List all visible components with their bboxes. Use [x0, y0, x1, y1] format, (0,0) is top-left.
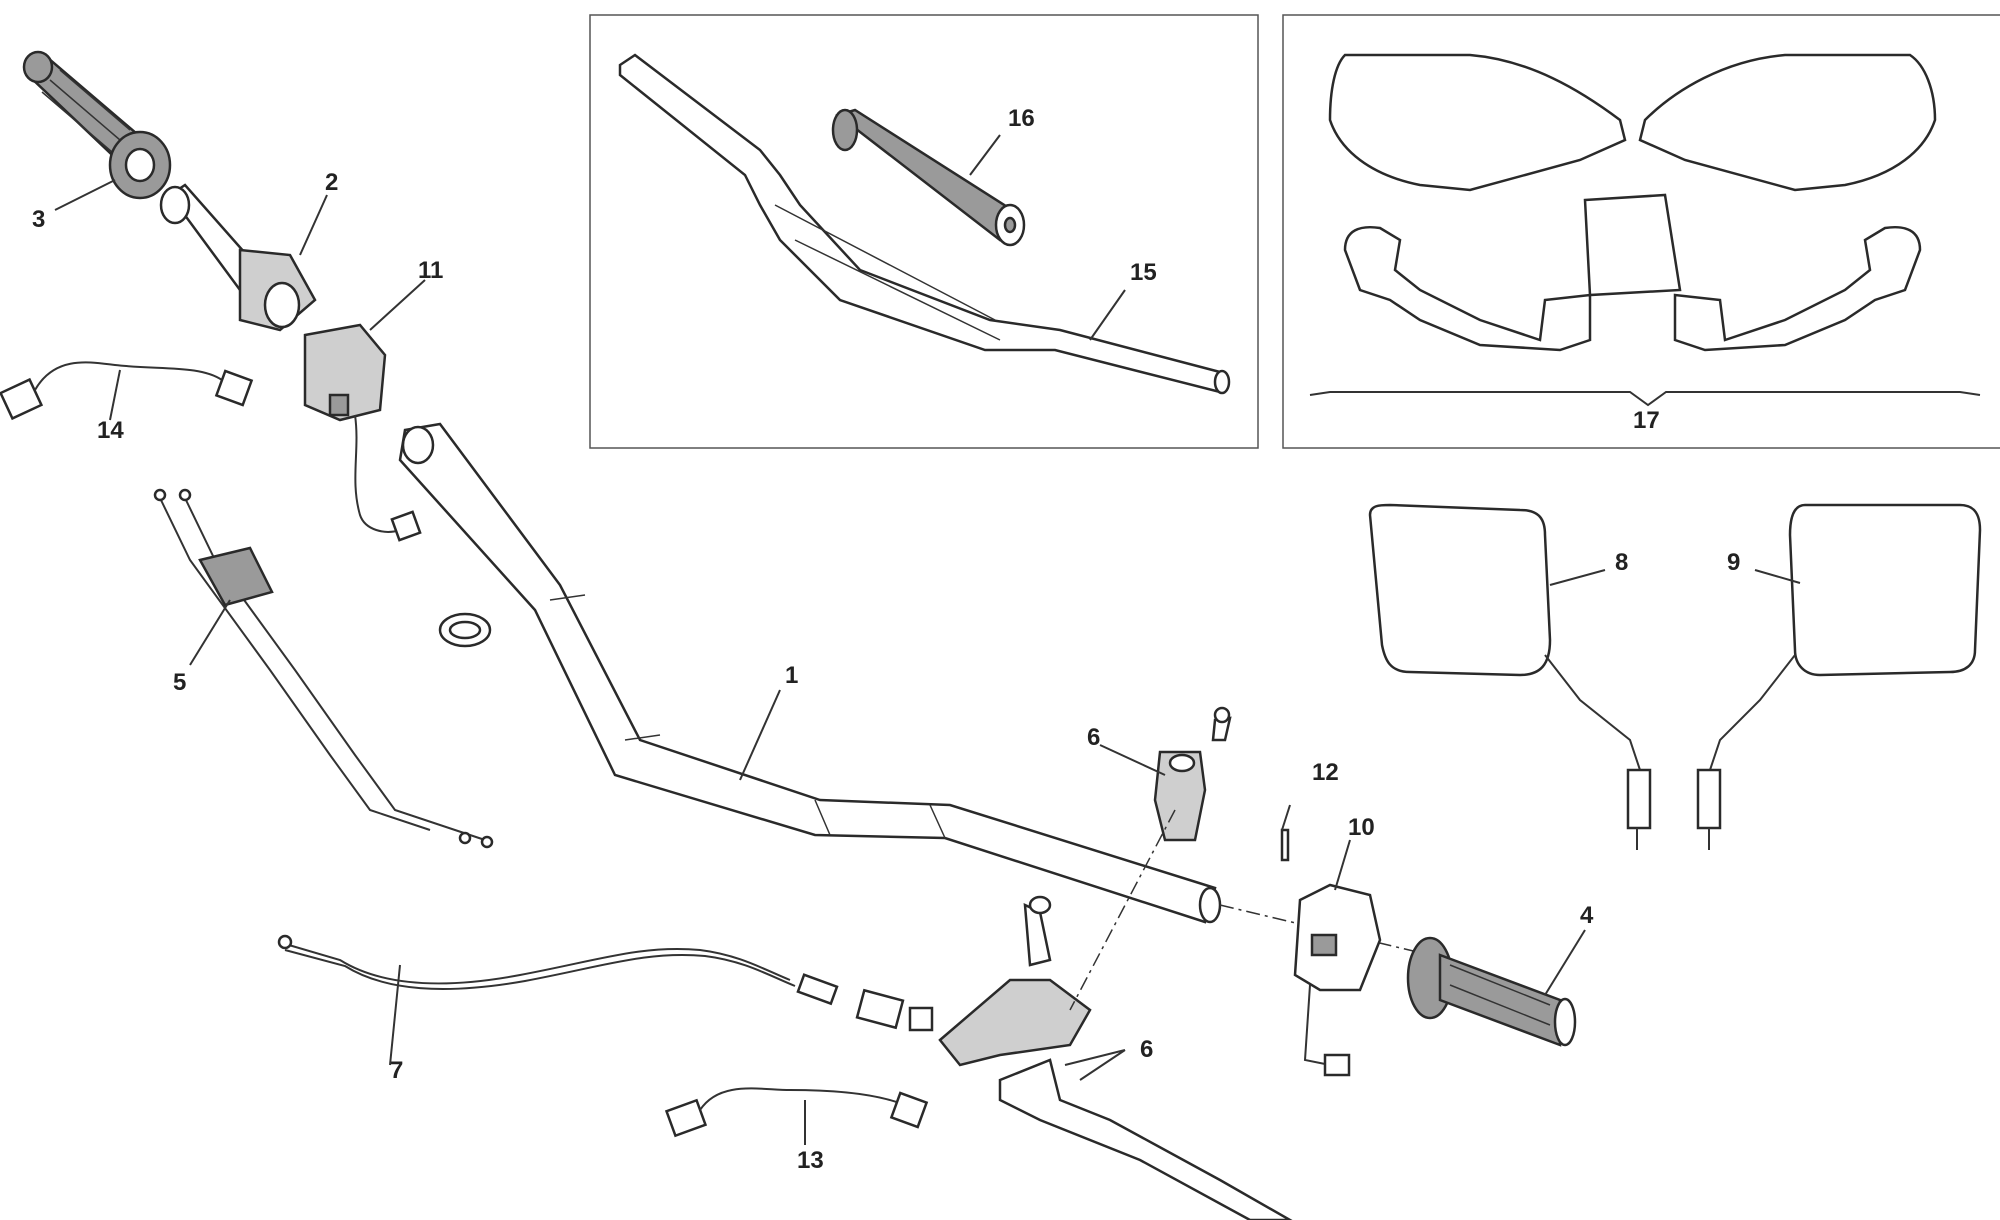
part-6-clutch-lever: [855, 895, 1293, 1220]
part-12-pin: [1280, 828, 1290, 862]
part-10-right-switch: [1293, 883, 1382, 1077]
part-3-left-grip: [22, 50, 172, 200]
bar-clamp: [438, 612, 492, 648]
callout-11: 11: [418, 257, 443, 284]
callout-2: 2: [325, 169, 338, 196]
axis-line-clamp: [1069, 809, 1176, 1011]
inset-box-handguards: [1282, 14, 2000, 449]
callout-3: 3: [32, 206, 45, 233]
callout-1: 1: [785, 662, 798, 689]
part-11-switch-housing: [303, 323, 422, 542]
callout-15: 15: [1130, 259, 1157, 286]
callout-14: 14: [97, 417, 124, 444]
callout-9: 9: [1727, 549, 1740, 576]
part-17-handguard-kit: [1309, 53, 1981, 407]
part-1-handlebar: [398, 422, 1222, 924]
part-9-right-mirror: [1696, 503, 1982, 850]
inset-box-handlebar: [589, 14, 1259, 449]
part-2-throttle-tube: [159, 183, 317, 332]
callout-17: 17: [1633, 407, 1660, 434]
part-13-wiring-loom: [664, 1087, 929, 1138]
callout-12: 12: [1312, 759, 1339, 786]
callout-6-lower: 6: [1140, 1036, 1153, 1063]
part-7-clutch-cable: [277, 934, 839, 1006]
callout-10: 10: [1348, 814, 1375, 841]
callout-labels: 1 2 3 4 5 6 6 7 8 9 10 11 12 13 14 15 16…: [32, 105, 1740, 1174]
part-8-left-mirror: [1368, 503, 1652, 850]
part-15-handlebar-inset: [618, 53, 1231, 395]
callout-16: 16: [1008, 105, 1035, 132]
part-14-wiring-loom: [0, 361, 254, 421]
callout-7: 7: [390, 1057, 403, 1084]
callout-8: 8: [1615, 549, 1628, 576]
part-4-right-grip: [1406, 936, 1577, 1047]
axis-line-bar: [1219, 904, 1431, 956]
callout-6-upper: 6: [1087, 724, 1100, 751]
callout-13: 13: [797, 1147, 824, 1174]
part-16-bar-pad: [831, 108, 1026, 247]
part-6-mirror-clamp: [1153, 706, 1232, 842]
leader-lines: [54, 134, 1801, 1145]
callout-5: 5: [173, 669, 186, 696]
callout-4: 4: [1580, 902, 1594, 929]
part-5-throttle-cables: [153, 488, 494, 849]
